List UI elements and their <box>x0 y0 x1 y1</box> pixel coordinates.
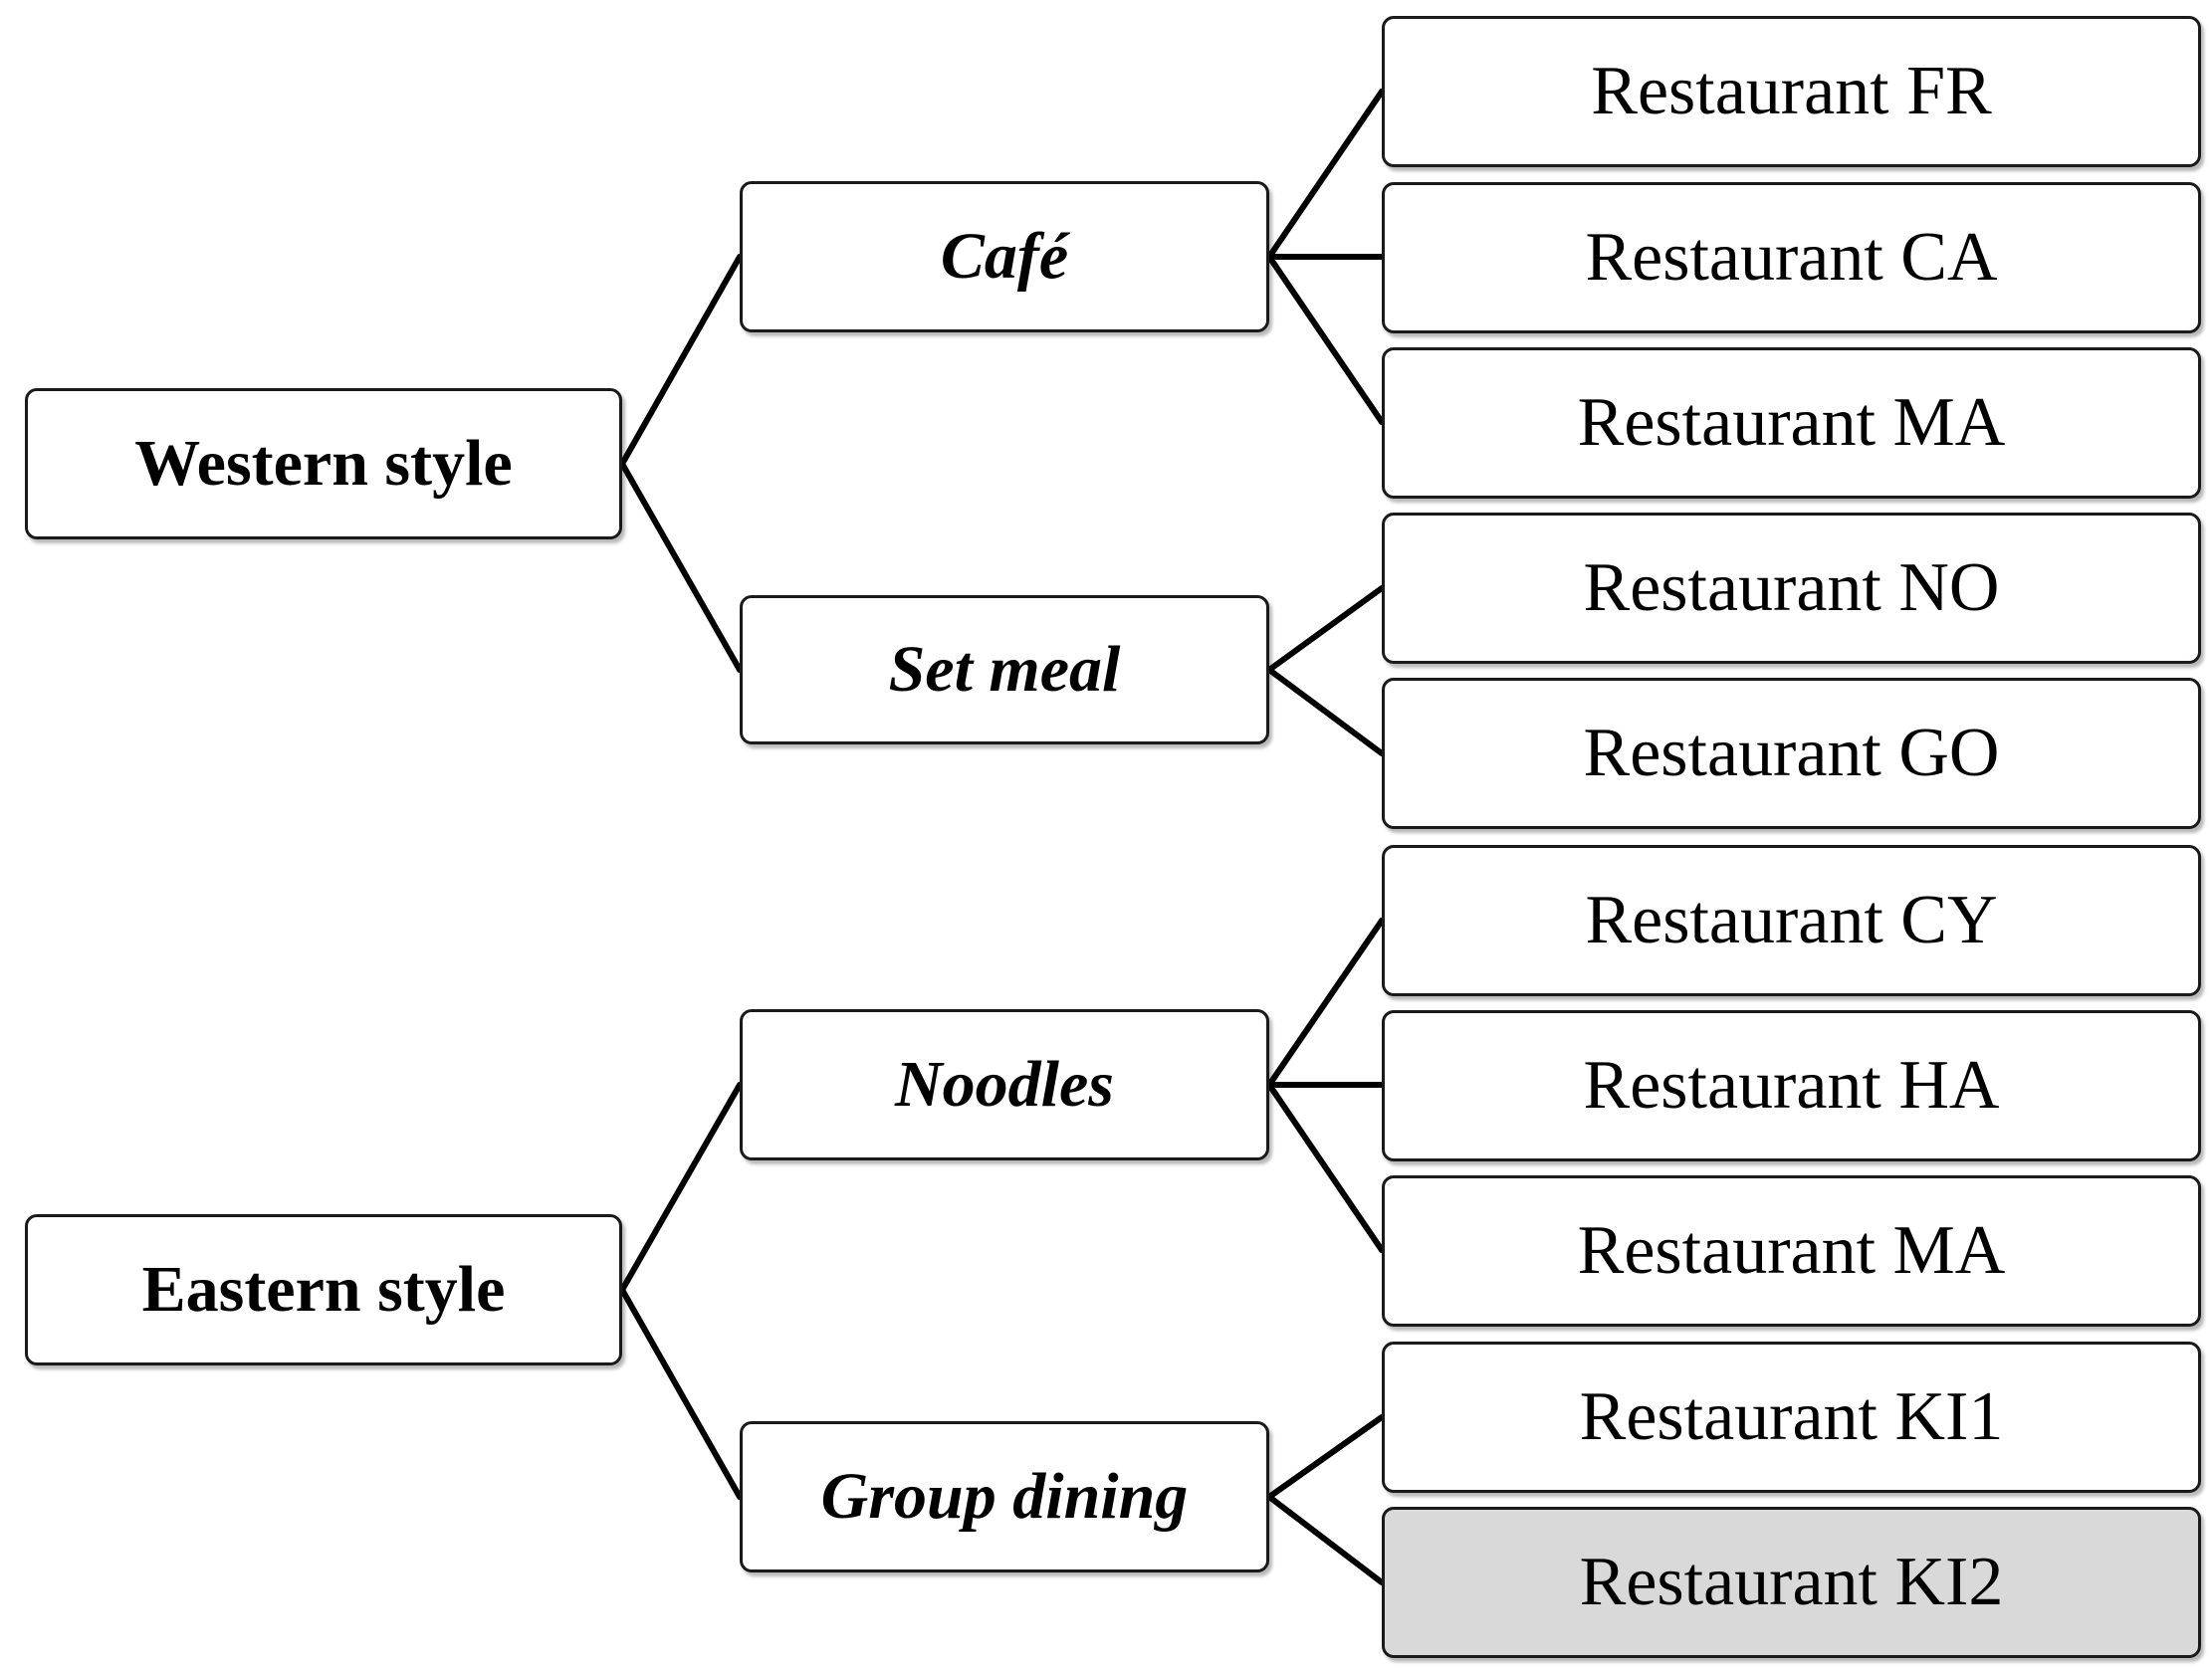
connector-eastern-group <box>619 1287 743 1500</box>
node-restaurant-ha: Restaurant HA <box>1382 1010 2201 1161</box>
node-noodles-label: Noodles <box>895 1048 1114 1121</box>
connector-eastern-noodles <box>619 1082 743 1293</box>
node-western-style-label: Western style <box>134 427 513 500</box>
restaurant-label: Restaurant MA <box>1577 384 2006 461</box>
restaurant-label: Restaurant HA <box>1583 1047 2000 1124</box>
restaurant-label: Restaurant FR <box>1591 53 1992 129</box>
node-restaurant-fr: Restaurant FR <box>1382 16 2201 167</box>
node-cafe-label: Café <box>940 220 1069 293</box>
node-restaurant-ma-cafe: Restaurant MA <box>1382 347 2201 499</box>
connector-noodles-ma <box>1266 1082 1385 1253</box>
restaurant-label: Restaurant NO <box>1583 549 2000 626</box>
node-western-style: Western style <box>25 388 622 539</box>
restaurant-label: Restaurant KI2 <box>1579 1544 2004 1620</box>
restaurant-label: Restaurant CA <box>1585 219 1998 296</box>
restaurant-label: Restaurant MA <box>1577 1212 2006 1289</box>
restaurant-label: Restaurant CY <box>1585 882 1998 958</box>
connector-setmeal-no <box>1266 585 1385 673</box>
node-restaurant-ma-noodles: Restaurant MA <box>1382 1175 2201 1327</box>
node-group-dining: Group dining <box>740 1421 1269 1572</box>
node-group-dining-label: Group dining <box>820 1460 1189 1533</box>
node-restaurant-ki1: Restaurant KI1 <box>1382 1342 2201 1493</box>
node-eastern-style-label: Eastern style <box>141 1253 506 1326</box>
restaurant-label: Restaurant GO <box>1583 715 2000 791</box>
node-noodles: Noodles <box>740 1009 1269 1160</box>
connector-cafe-ma <box>1266 254 1385 425</box>
connector-western-setmeal <box>619 461 743 673</box>
node-restaurant-cy: Restaurant CY <box>1382 845 2201 996</box>
connector-noodles-cy <box>1266 918 1385 1088</box>
node-set-meal-label: Set meal <box>888 633 1121 706</box>
node-restaurant-ki2-highlighted: Restaurant KI2 <box>1382 1507 2201 1658</box>
node-eastern-style: Eastern style <box>25 1214 622 1365</box>
node-restaurant-go: Restaurant GO <box>1382 678 2201 829</box>
connector-cafe-fr <box>1266 89 1385 260</box>
node-cafe: Café <box>740 181 1269 332</box>
restaurant-label: Restaurant KI1 <box>1579 1378 2004 1455</box>
node-restaurant-ca: Restaurant CA <box>1382 182 2201 333</box>
connector-western-cafe <box>619 254 743 467</box>
connector-group-ki1 <box>1266 1414 1385 1500</box>
node-set-meal: Set meal <box>740 595 1269 744</box>
connector-setmeal-go <box>1266 667 1385 756</box>
node-restaurant-no: Restaurant NO <box>1382 513 2201 664</box>
connector-group-ki2 <box>1266 1494 1385 1585</box>
